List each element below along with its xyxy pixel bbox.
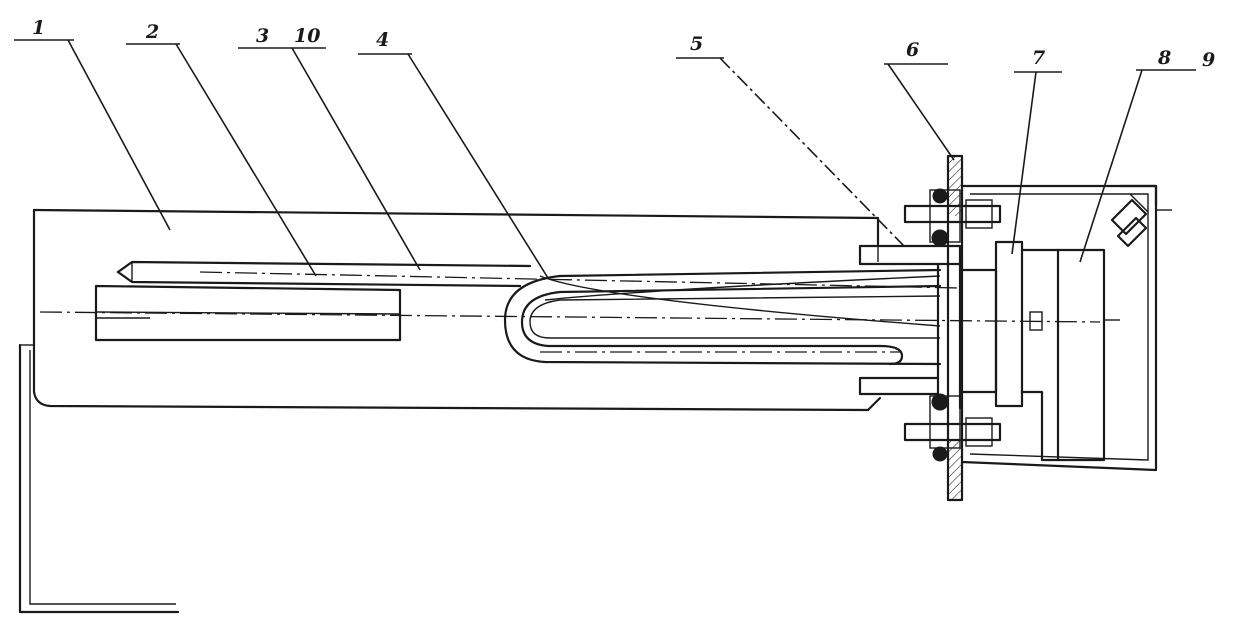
- part-label-9: 9: [1202, 49, 1215, 71]
- lower-bolt: [903, 393, 1002, 462]
- mounting-bracket: [18, 343, 180, 614]
- sensor-block: [94, 284, 402, 342]
- part-label-5: 5: [690, 33, 703, 55]
- flange-bushing: [858, 244, 962, 410]
- part-label-2: 2: [145, 21, 159, 43]
- terminal-block: [958, 240, 1120, 462]
- probe-rod: [116, 260, 532, 288]
- centre-lines: [39, 271, 1101, 353]
- leader-lines: [14, 39, 1196, 279]
- part-label-7: 7: [1032, 47, 1045, 69]
- upper-bolt: [903, 188, 1002, 247]
- part-label-10: 10: [294, 25, 320, 47]
- part-label-1: 1: [32, 17, 45, 39]
- part-label-8: 8: [1157, 47, 1171, 69]
- part-label-3: 3: [256, 25, 269, 47]
- wall-plate: [903, 154, 1002, 502]
- part-labels: 1 2 3 10 4 5 6 7 8 9: [32, 17, 1215, 71]
- part-label-6: 6: [906, 39, 919, 61]
- terminal-cover: [960, 184, 1172, 472]
- heating-element: [503, 268, 942, 366]
- part-label-4: 4: [376, 29, 389, 51]
